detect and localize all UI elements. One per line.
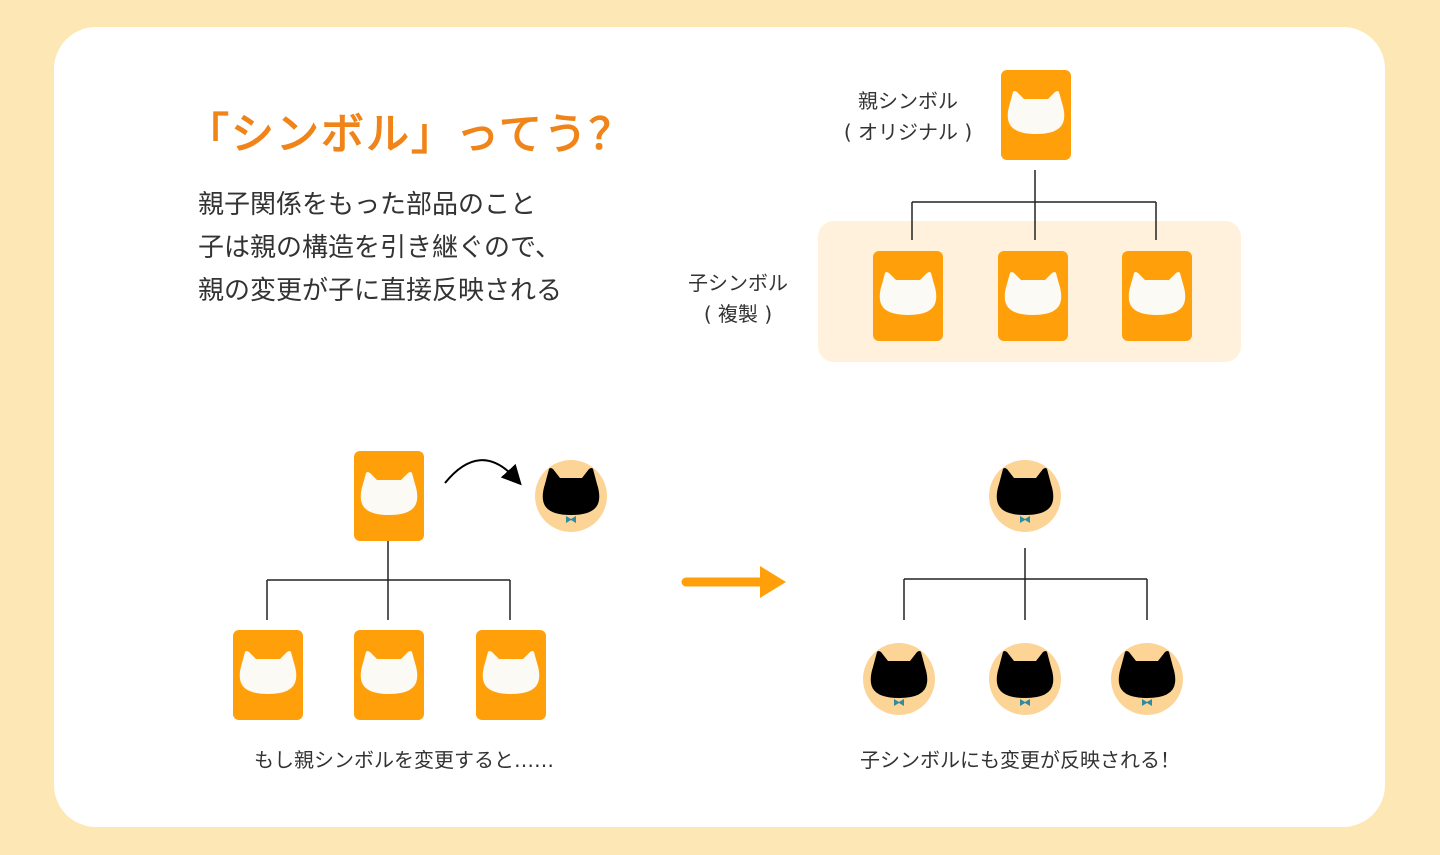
after-tree-lines — [903, 548, 1148, 620]
parent-label-line-1: 親シンボル — [858, 89, 958, 113]
before-child-symbol-icon-1 — [233, 630, 303, 720]
before-child-symbol-icon-3 — [476, 630, 546, 720]
child-label-line-1: 子シンボル — [688, 271, 788, 295]
description-line-1: 親子関係をもった部品のこと — [198, 190, 537, 220]
page-title: 「シンボル」ってう？ — [186, 110, 634, 160]
right-arrow-icon — [681, 566, 786, 598]
parent-tree-lines — [911, 170, 1157, 240]
description-line-3: 親の変更が子に直接反映される — [198, 276, 563, 306]
before-parent-symbol-icon — [354, 451, 424, 541]
child-label-line-2: ( 複製 ) — [703, 302, 773, 326]
child-symbol-label: 子シンボル ( 複製 ) — [668, 268, 808, 330]
caption-before: もし親シンボルを変更すると…… — [254, 748, 554, 772]
child-symbol-icon-3 — [1122, 251, 1192, 341]
before-tree-lines — [266, 541, 511, 620]
curved-arrow-icon — [444, 459, 522, 486]
child-symbol-icon-2 — [998, 251, 1068, 341]
description-line-2: 子は親の構造を引き継ぐので、 — [198, 233, 561, 263]
new-black-cat-icon — [535, 460, 607, 532]
child-symbol-icon-1 — [873, 251, 943, 341]
description: 親子関係をもった部品のこと 子は親の構造を引き継ぐので、 親の変更が子に直接反映… — [198, 184, 562, 313]
parent-symbol-label: 親シンボル ( オリジナル ) — [828, 86, 988, 148]
parent-label-line-2: ( オリジナル ) — [843, 120, 973, 144]
after-child-black-cat-icon-3 — [1111, 643, 1183, 715]
after-child-black-cat-icon-2 — [989, 643, 1061, 715]
caption-after: 子シンボルにも変更が反映される！ — [860, 748, 1180, 772]
before-child-symbol-icon-2 — [354, 630, 424, 720]
after-child-black-cat-icon-1 — [863, 643, 935, 715]
after-parent-black-cat-icon — [989, 460, 1061, 532]
parent-symbol-icon — [1001, 70, 1071, 160]
